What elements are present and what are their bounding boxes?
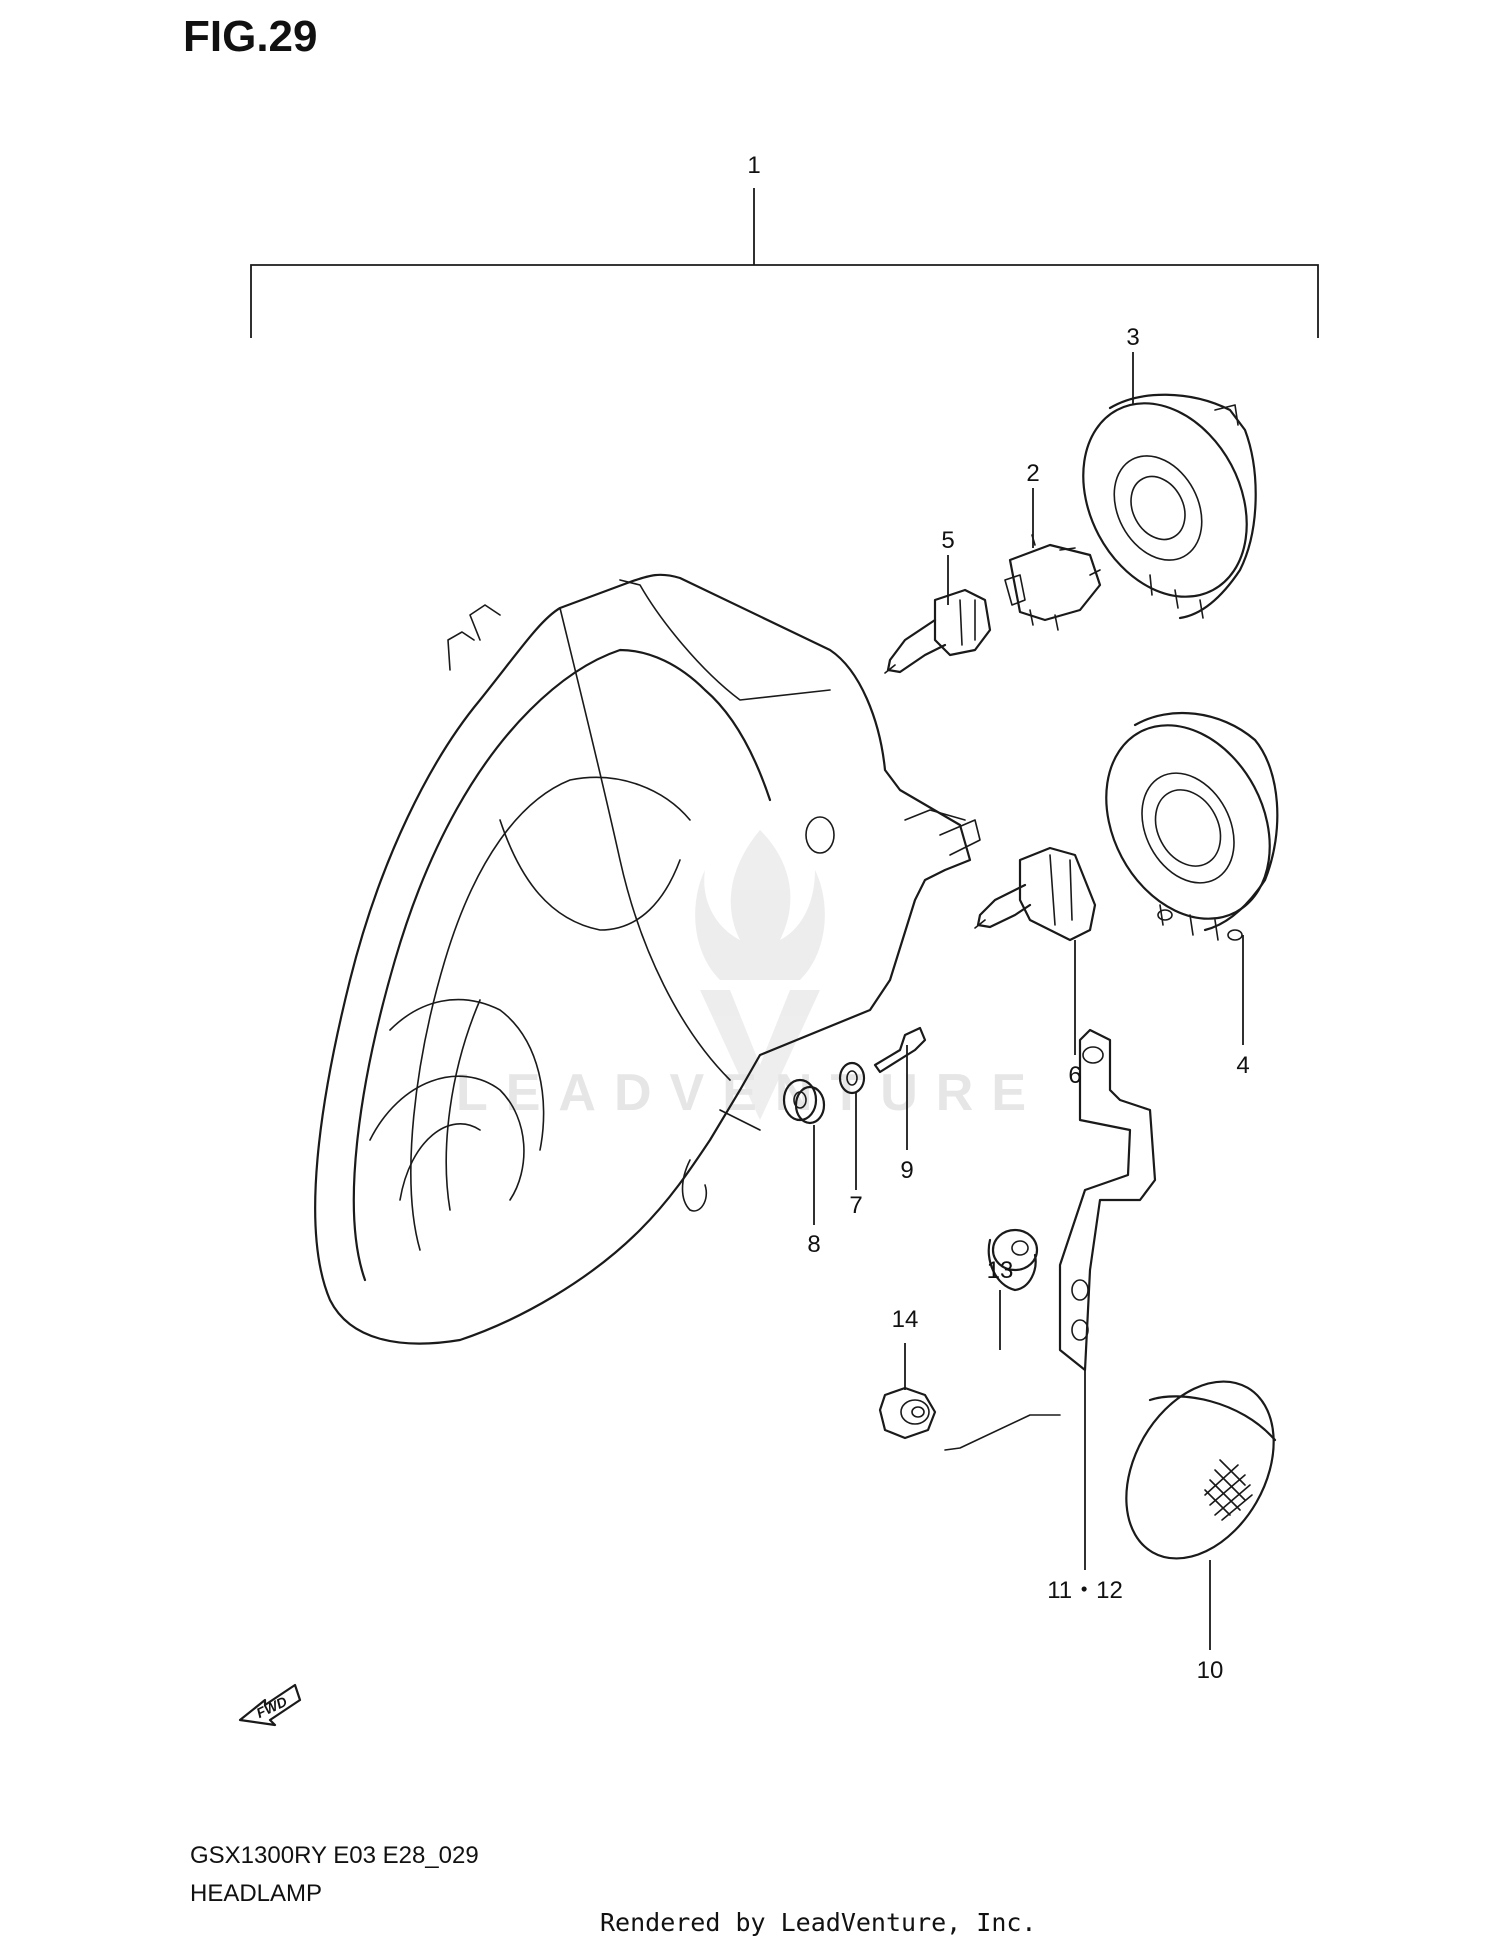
callout-13: 13 — [987, 1257, 1014, 1284]
part-6-halogen-bulb — [974, 846, 1097, 942]
rendered-by-credit: Rendered by LeadVenture, Inc. — [600, 1908, 1037, 1937]
callout-9: 9 — [900, 1157, 913, 1184]
leader-lines — [813, 352, 1244, 1650]
part-13-spacer — [987, 1228, 1039, 1292]
section-name: HEADLAMP — [190, 1880, 323, 1907]
part-5-halogen-bulb — [884, 588, 992, 674]
assembly-bracket — [250, 188, 1319, 338]
callout-5: 5 — [941, 527, 954, 554]
watermark: LEADVENTURE — [456, 830, 1044, 1122]
part-14-nut — [878, 1386, 937, 1440]
part-7-washer — [838, 1061, 866, 1095]
callout-labels: 1 3 2 5 4 6 9 7 8 13 14 11・12 10 — [747, 152, 1249, 1684]
part-9-screw — [873, 1026, 927, 1074]
callout-2: 2 — [1026, 460, 1039, 487]
fwd-arrow-icon: FWD — [238, 1683, 302, 1727]
headlamp-housing — [314, 573, 981, 1345]
callout-6: 6 — [1068, 1062, 1081, 1089]
callout-1: 1 — [747, 152, 760, 179]
part-3-socket-cover — [1082, 393, 1257, 620]
model-code: GSX1300RY E03 E28_029 — [190, 1842, 479, 1869]
callout-8: 8 — [807, 1231, 820, 1258]
figure-title: FIG.29 — [183, 12, 318, 61]
watermark-text: LEADVENTURE — [456, 1064, 1044, 1122]
watermark-flame-logo — [695, 830, 825, 1120]
callout-4: 4 — [1236, 1052, 1249, 1079]
callout-14: 14 — [892, 1306, 919, 1333]
callout-10: 10 — [1197, 1657, 1224, 1684]
callout-11-12: 11・12 — [1047, 1577, 1123, 1604]
part-10-cap — [1125, 1380, 1277, 1560]
part-11-12-bracket — [1058, 1028, 1157, 1372]
callout-3: 3 — [1126, 324, 1139, 351]
part-14-to-bracket-line — [944, 1414, 1061, 1451]
part-4-socket-cover — [1105, 711, 1279, 941]
fwd-label: FWD — [254, 1693, 290, 1721]
part-2-bulb-socket — [1004, 534, 1102, 631]
callout-7: 7 — [849, 1192, 862, 1219]
part-8-grommet — [782, 1078, 826, 1125]
